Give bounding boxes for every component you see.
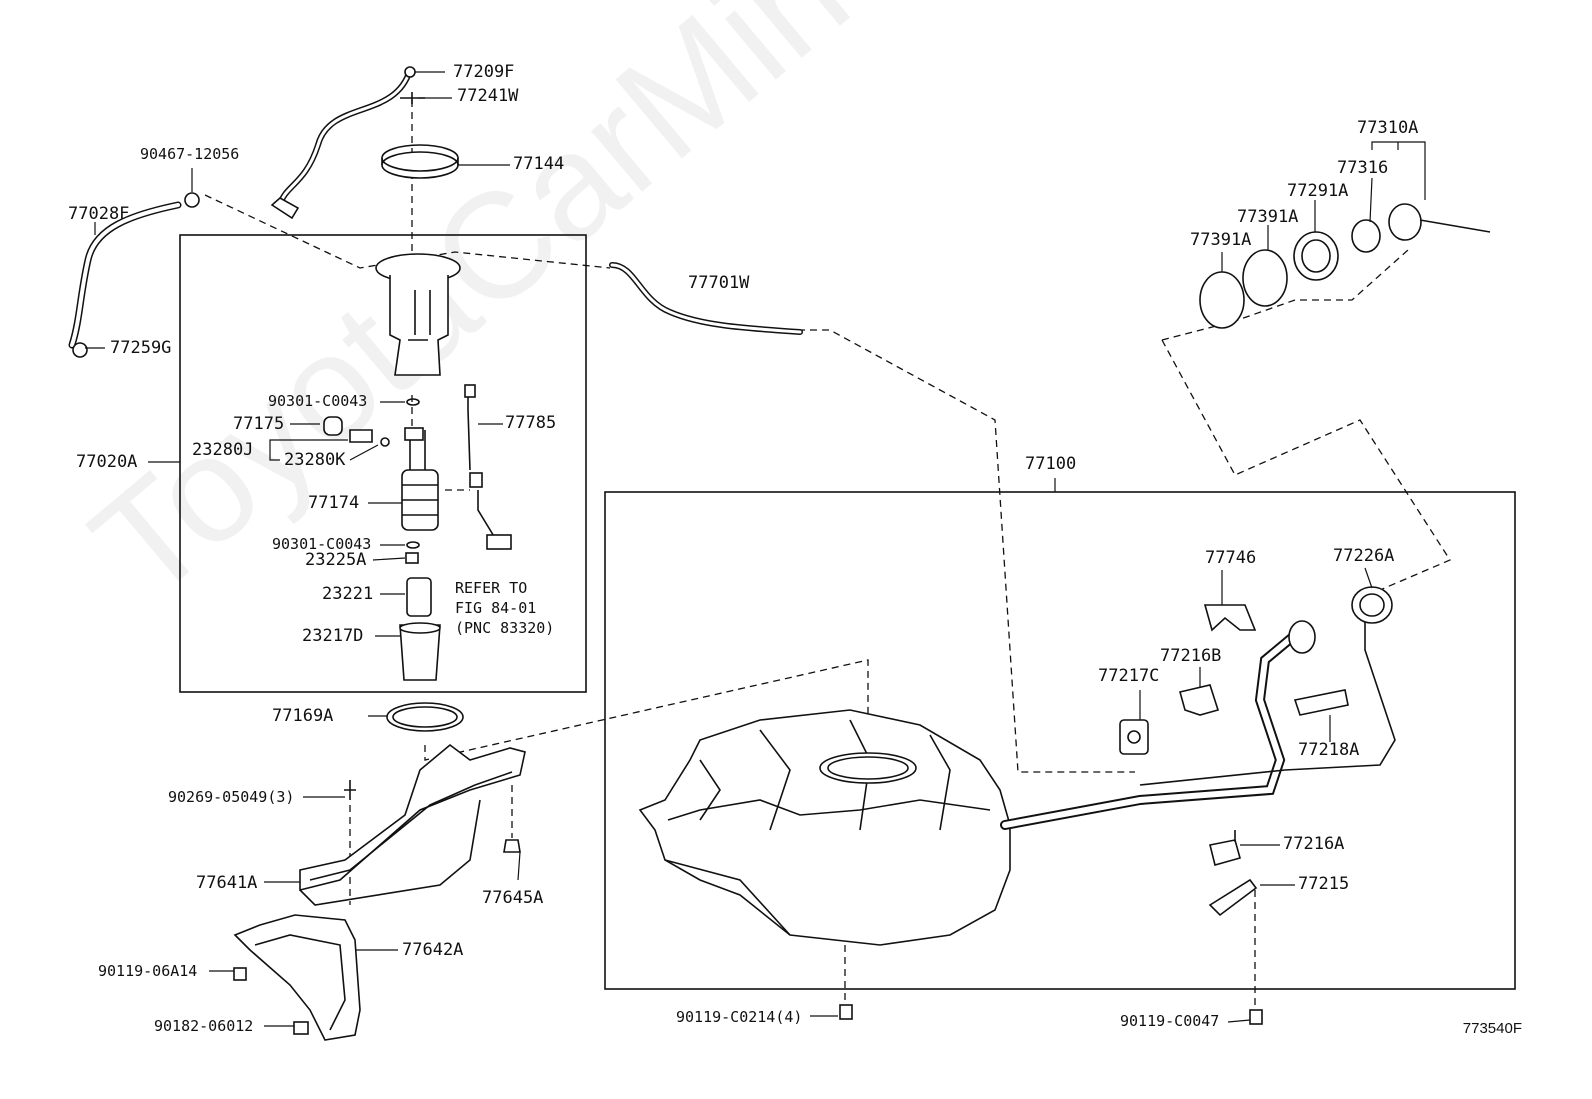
label-77169A: 77169A xyxy=(272,706,334,726)
clamp-77216B xyxy=(1179,684,1220,716)
label-77216B: 77216B xyxy=(1160,646,1222,666)
refer-note-line-2: FIG 84-01 xyxy=(455,599,537,617)
refer-note: REFER TO FIG 84-01 (PNC 83320) xyxy=(455,578,554,638)
bolt-90119-06A14 xyxy=(233,967,247,981)
clip-90467 xyxy=(184,192,200,208)
gasket-90301-b xyxy=(406,541,420,549)
label-77175: 77175 xyxy=(233,414,285,434)
label-77100: 77100 xyxy=(1025,454,1077,474)
label-90119-C0214: 90119-C0214(4) xyxy=(676,1008,803,1026)
label-77174: 77174 xyxy=(308,493,360,513)
label-77259G: 77259G xyxy=(110,338,172,358)
label-90119-06A14: 90119-06A14 xyxy=(98,962,198,980)
hose-77209F-inner xyxy=(278,68,412,207)
refer-note-line-3: (PNC 83320) xyxy=(455,619,555,637)
bolt-90269 xyxy=(344,780,356,800)
gasket-77391A-b xyxy=(1242,249,1288,307)
label-77216A: 77216A xyxy=(1283,834,1345,854)
hose-77209F xyxy=(277,67,413,208)
label-77218A: 77218A xyxy=(1298,740,1360,760)
cap-77310A xyxy=(1388,203,1422,241)
label-77215: 77215 xyxy=(1298,874,1350,894)
bracket-77746 xyxy=(1203,604,1257,632)
label-77746: 77746 xyxy=(1205,548,1257,568)
gasket-77169A xyxy=(386,702,464,732)
label-77642A: 77642A xyxy=(402,940,464,960)
label-77144: 77144 xyxy=(513,154,565,174)
label-77316: 77316 xyxy=(1337,158,1389,178)
label-77020A: 77020A xyxy=(76,452,138,472)
oring-23280K xyxy=(380,437,390,447)
housing-77226A xyxy=(1351,586,1393,624)
part-77175 xyxy=(323,416,343,436)
label-77391A-b: 77391A xyxy=(1237,207,1299,227)
nut-90182 xyxy=(293,1021,309,1035)
protector-77642A xyxy=(233,914,361,1041)
gasket-77316 xyxy=(1351,219,1381,253)
label-90269-05049: 90269-05049(3) xyxy=(168,788,295,806)
sender-77785 xyxy=(467,395,471,471)
part-23225A xyxy=(405,552,419,564)
label-77645A: 77645A xyxy=(482,888,544,908)
leader-lines xyxy=(85,71,1426,1027)
hose-end-clamp xyxy=(270,197,300,220)
ring-77144 xyxy=(381,151,459,179)
ring-77291A xyxy=(1293,231,1339,281)
label-90301-C0043-a: 90301-C0043 xyxy=(268,392,368,410)
label-23221: 23221 xyxy=(322,584,374,604)
cushion-77217C xyxy=(1119,719,1149,755)
bolt-90119-C0047 xyxy=(1249,1009,1263,1025)
part-23280J xyxy=(349,429,373,443)
label-77785: 77785 xyxy=(505,413,557,433)
pump-assembly-box xyxy=(179,234,587,693)
protector-77641A xyxy=(299,743,526,892)
label-23225A: 23225A xyxy=(305,550,367,570)
label-77641A: 77641A xyxy=(196,873,258,893)
gasket-77391A-a xyxy=(1199,271,1245,329)
bolt-90119-C0214 xyxy=(839,1004,853,1020)
breather-tube xyxy=(1139,620,1396,786)
nut-77645A xyxy=(503,839,521,853)
label-23280K: 23280K xyxy=(284,450,346,470)
clamp-77259G xyxy=(72,342,88,358)
label-77391A-a: 77391A xyxy=(1190,230,1252,250)
clamp-77215 xyxy=(1208,878,1258,917)
tank-assembly-box xyxy=(604,491,1516,990)
gasket-90301-a xyxy=(406,398,420,406)
figure-code: 773540F xyxy=(1462,1020,1522,1037)
label-90182-06012: 90182-06012 xyxy=(154,1017,254,1035)
filler-neck xyxy=(1288,620,1316,654)
clamp-77216A xyxy=(1209,839,1241,866)
label-90119-C0047: 90119-C0047 xyxy=(1120,1012,1220,1030)
label-23217D: 23217D xyxy=(302,626,364,646)
part-77218A xyxy=(1293,689,1349,716)
filter-23221 xyxy=(406,577,432,617)
cap-77209F xyxy=(404,66,416,78)
refer-note-line-1: REFER TO xyxy=(455,579,528,597)
fuel-tank-77100 xyxy=(638,709,1011,946)
label-23280J: 23280J xyxy=(192,440,254,460)
label-90301-C0043-b: 90301-C0043 xyxy=(272,535,372,553)
label-77701W: 77701W xyxy=(688,273,750,293)
label-77217C: 77217C xyxy=(1098,666,1160,686)
pump-body xyxy=(389,275,449,376)
label-77291A: 77291A xyxy=(1287,181,1349,201)
label-77241W: 77241W xyxy=(457,86,519,106)
label-90467-12056: 90467-12056 xyxy=(140,145,240,163)
label-77226A: 77226A xyxy=(1333,546,1395,566)
label-77028F: 77028F xyxy=(68,204,130,224)
hose-77028F xyxy=(68,201,182,349)
label-77310A: 77310A xyxy=(1357,118,1419,138)
label-77209F: 77209F xyxy=(453,62,515,82)
